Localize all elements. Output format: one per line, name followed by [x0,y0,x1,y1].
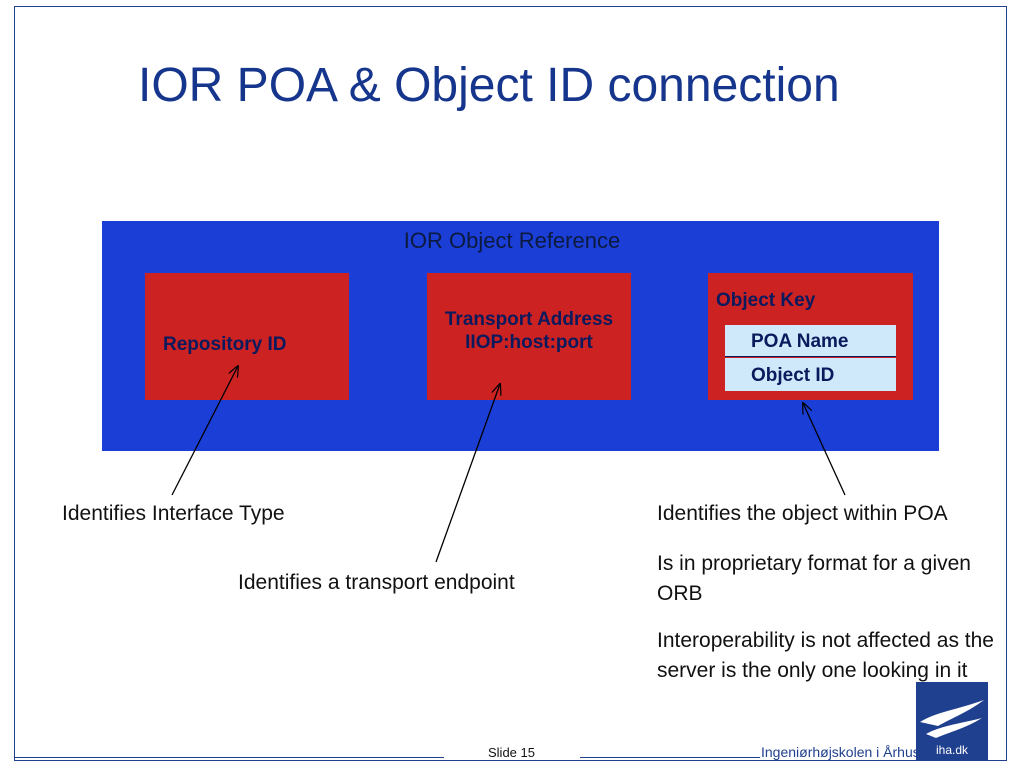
annotation-proprietary-format: Is in proprietary format for a given ORB [657,552,971,605]
object-key-label: Object Key [716,290,816,311]
object-id-box: Object ID [725,358,896,391]
slide-number: Slide 15 [488,745,535,760]
logo-text: iha.dk [936,743,969,757]
annotation-interoperability: Interoperability is not affected as the … [657,629,994,682]
footer-line-right [580,757,760,758]
annotation-transport-endpoint: Identifies a transport endpoint [238,571,515,594]
transport-address-line1: Transport Address [444,309,614,330]
transport-address-line2: IIOP:host:port [465,332,593,353]
annotation-object-within-poa: Identifies the object within POA [657,502,948,525]
slide-title: IOR POA & Object ID connection [138,59,840,112]
arrow-object-within-poa [803,403,846,496]
ior-container-label: IOR Object Reference [403,228,621,253]
annotation-interface-type: Identifies Interface Type [62,502,285,525]
footer-school-name: Ingeniørhøjskolen i Århus [761,744,920,760]
footer-line-left [14,757,444,758]
slide-frame [14,6,1007,761]
transport-address-label: Transport Address IIOP:host:port [427,308,631,354]
arrow-transport-endpoint [435,384,500,563]
iha-logo-icon: iha.dk [916,682,988,760]
transport-address-box [427,273,631,400]
poa-name-box: POA Name [725,325,896,357]
repository-id-box [145,273,349,400]
arrow-interface-type [171,366,238,496]
repository-id-label: Repository ID [163,334,287,355]
